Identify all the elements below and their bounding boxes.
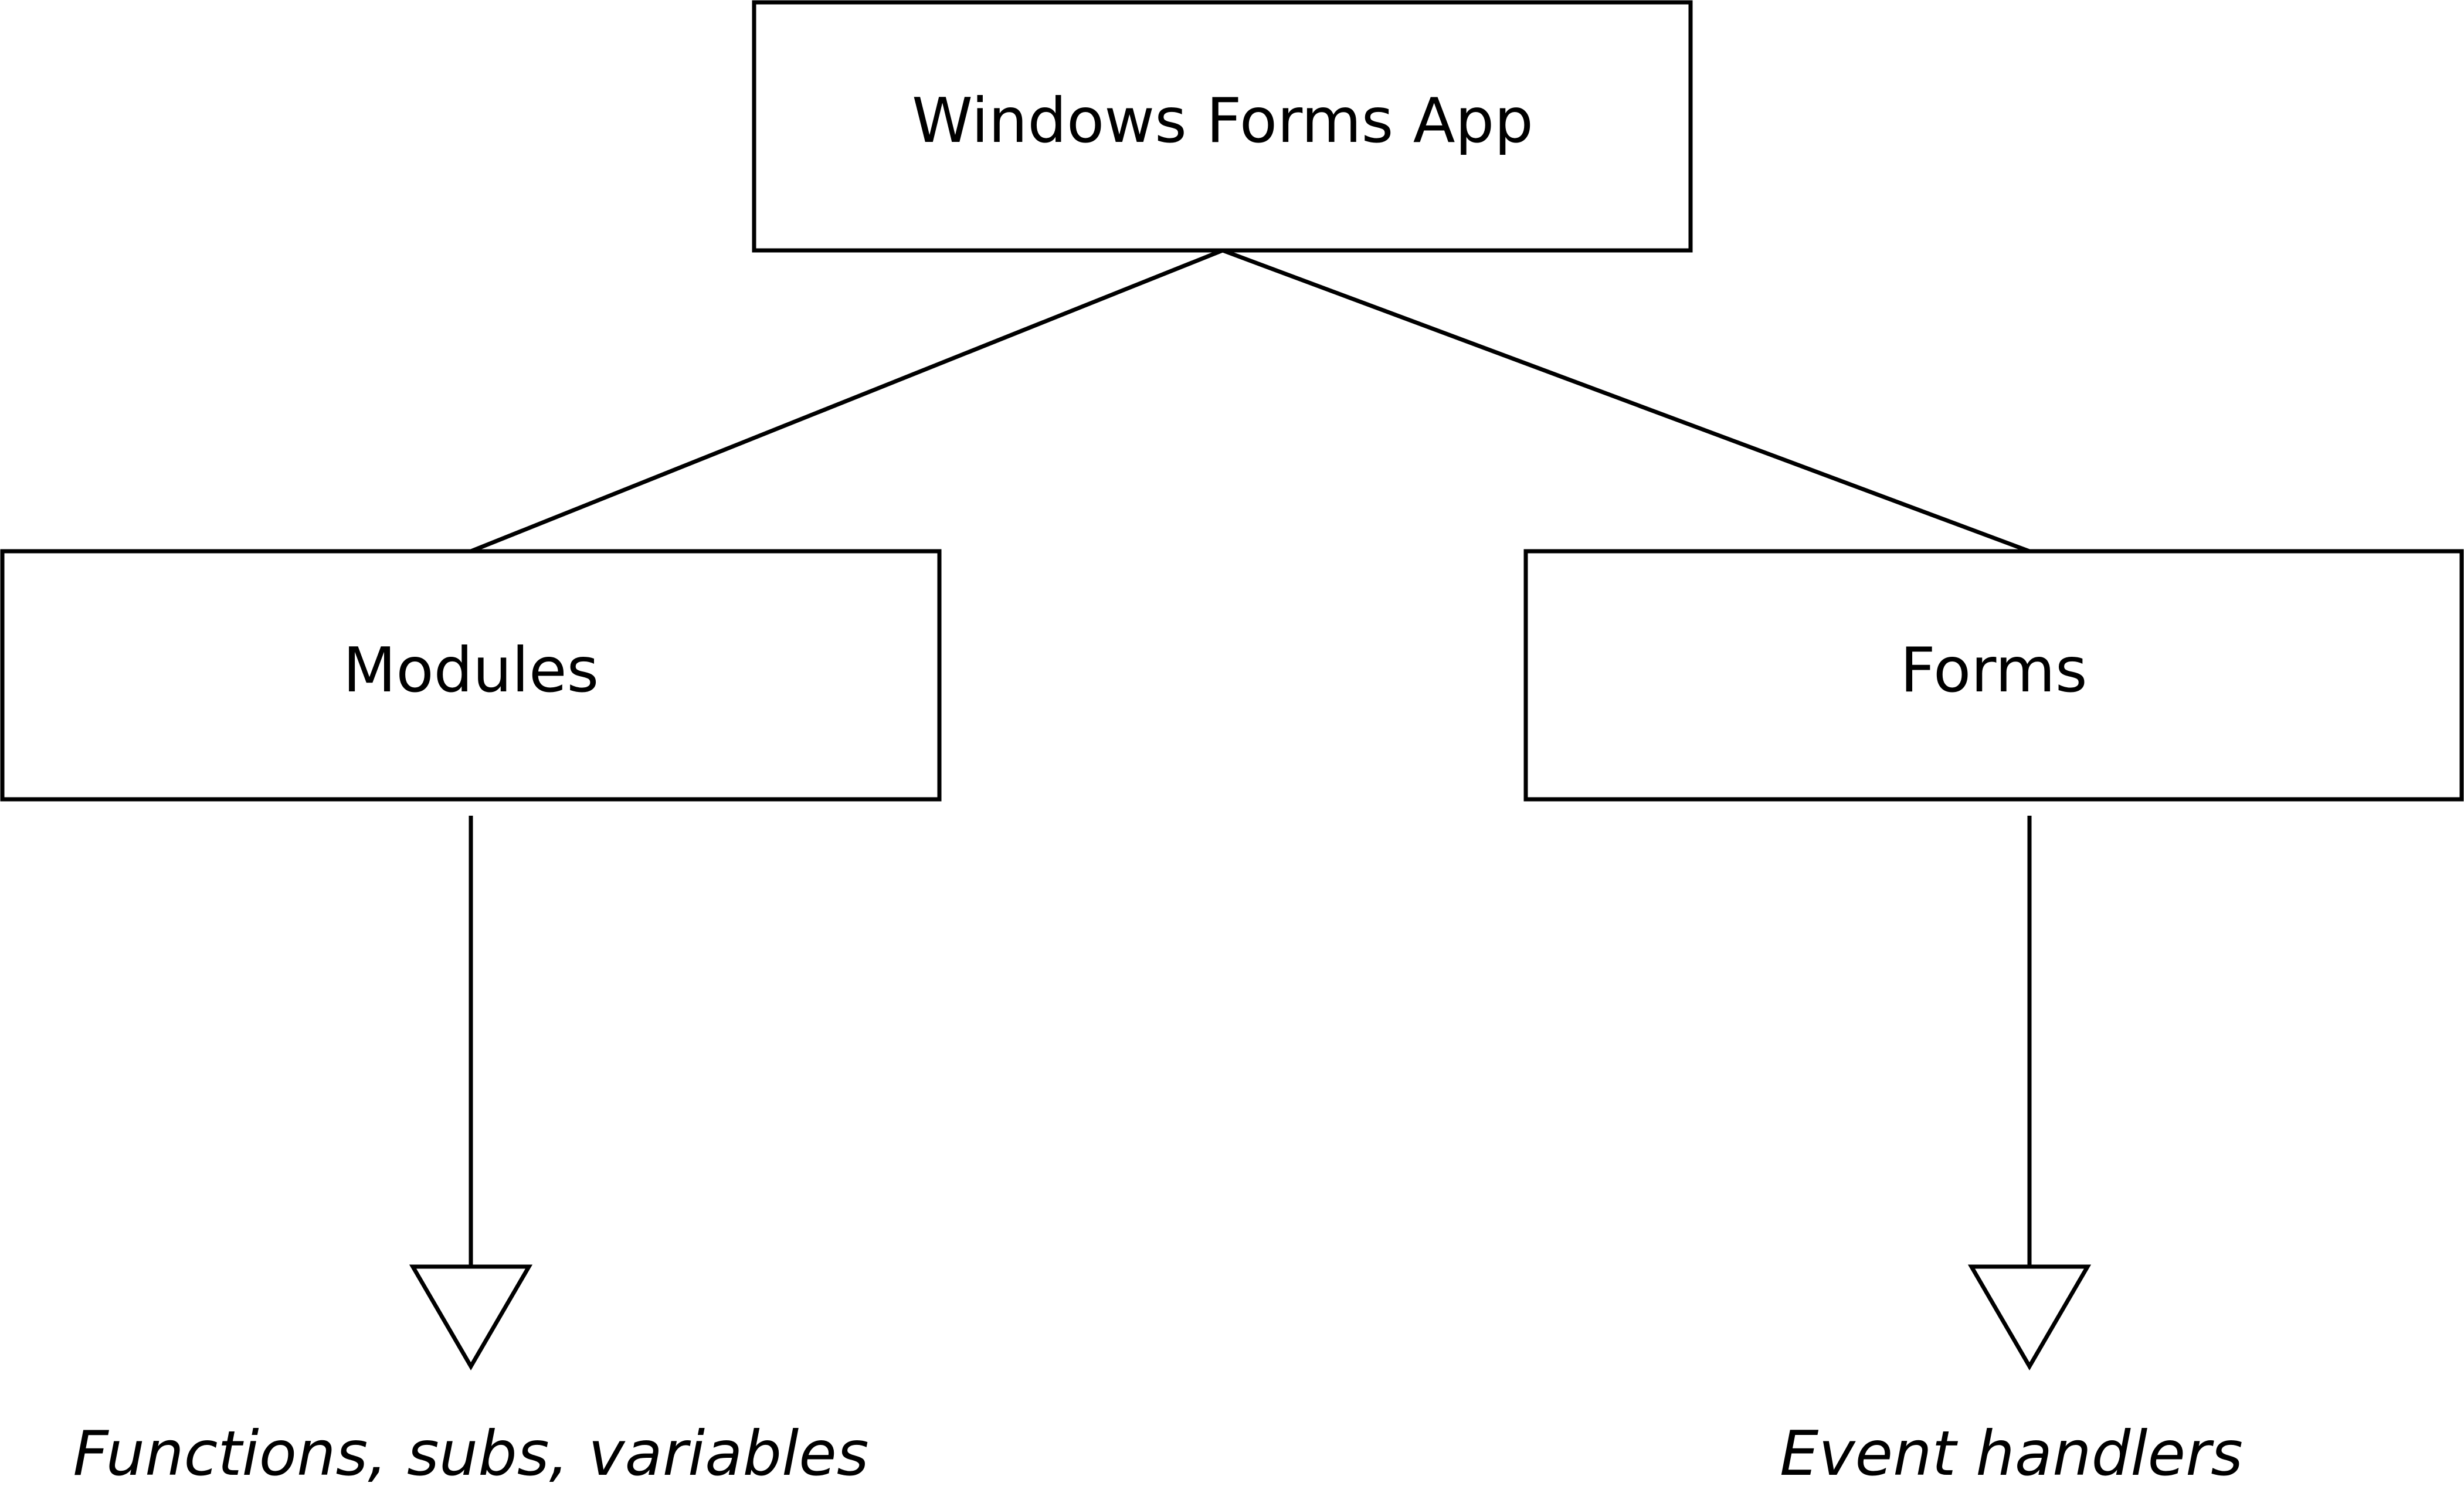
node-root: Windows Forms App [752,0,1693,253]
edge-root-to-modules [470,248,1224,554]
arrowhead-forms-icon [1967,1264,2092,1370]
leaf-forms-label: Event handlers [1780,1418,2243,1489]
edge-root-to-forms [1221,248,2031,554]
node-forms-label: Forms [1900,634,2087,706]
node-root-box [752,0,1693,253]
node-forms-box [1523,549,2464,802]
leaf-modules-label: Functions, subs, variables [73,1418,868,1489]
node-modules: Modules [0,549,942,802]
node-modules-box [0,549,942,802]
node-root-label: Windows Forms App [912,85,1533,157]
node-forms: Forms [1523,549,2464,802]
node-modules-label: Modules [343,634,599,706]
arrowhead-modules-icon [409,1264,533,1370]
